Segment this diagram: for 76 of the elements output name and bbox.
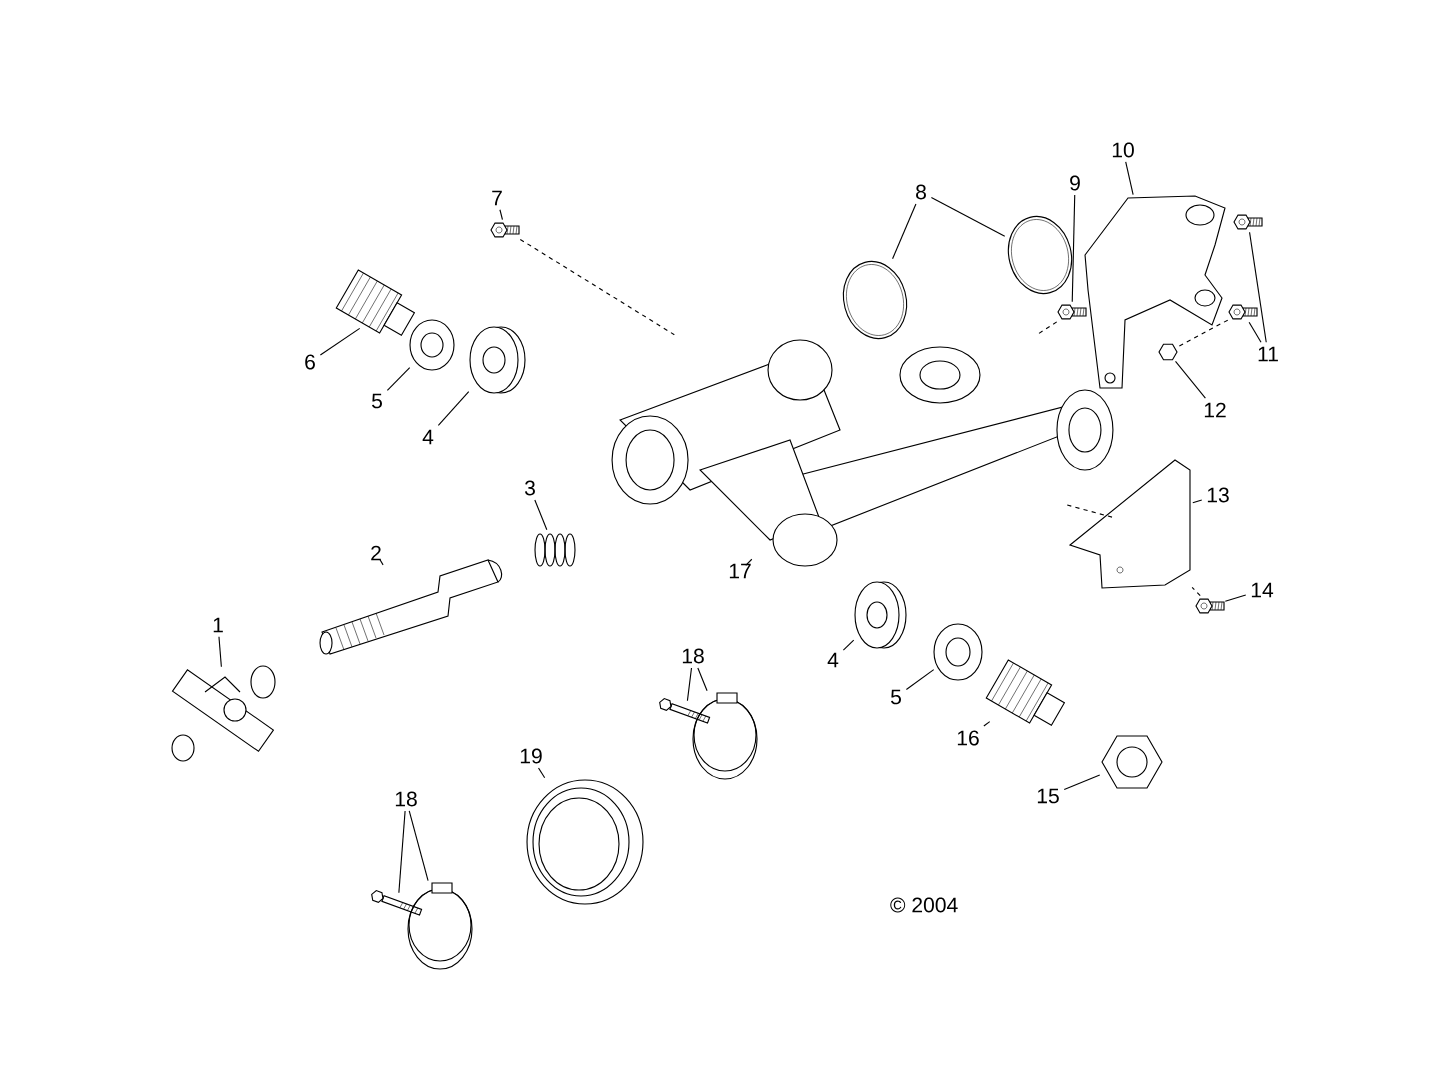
leader-line [1063, 774, 1101, 790]
bolt-drawing [1057, 304, 1087, 320]
bolt-drawing [659, 697, 711, 724]
leader-line [1249, 231, 1267, 343]
leader-line [892, 203, 917, 260]
callout-number: 18 [682, 648, 704, 664]
nut-drawing [1158, 343, 1178, 361]
callout-number: 6 [305, 354, 315, 370]
o-ring-drawing [842, 261, 908, 339]
leader-line [408, 810, 429, 882]
leader-line [686, 667, 693, 702]
clamp-drawing [692, 692, 758, 780]
assembly-line [519, 238, 675, 336]
callout-number: 5 [372, 393, 382, 409]
assembly-line [1036, 321, 1058, 336]
bolt-drawing [371, 889, 423, 916]
bolt-drawing [490, 222, 520, 238]
callout-number: 14 [1251, 582, 1274, 598]
leader-line [398, 810, 406, 894]
callout-number: 17 [729, 563, 751, 579]
leader-line [697, 667, 708, 692]
callout-number: 7 [492, 190, 502, 206]
leader-line [537, 767, 546, 779]
clamp-drawing [407, 882, 473, 970]
leader-line [905, 669, 935, 691]
boot-drawing [526, 779, 644, 905]
copyright-notice: © 2004 [890, 897, 958, 913]
callout-number: 19 [520, 748, 542, 764]
leader-line [1125, 161, 1134, 196]
bolt-drawing [1228, 304, 1258, 320]
leader-line [1248, 321, 1262, 343]
drive-shaft-drawing [319, 559, 503, 655]
callout-number: 8 [916, 184, 926, 200]
leader-line [218, 636, 222, 668]
leader-line [983, 721, 991, 727]
assembly-line [1066, 504, 1116, 519]
assembly-line [1176, 319, 1229, 348]
bracket-drawing [1084, 195, 1226, 389]
leader-line [386, 367, 411, 391]
callout-number: 10 [1112, 142, 1134, 158]
seal-drawing [409, 319, 455, 371]
leader-line [745, 558, 753, 566]
callout-number: 13 [1207, 487, 1229, 503]
leader-line [319, 327, 361, 356]
callout-number: 18 [395, 791, 417, 807]
leader-line [1192, 499, 1203, 504]
leader-line [379, 559, 384, 566]
bearing-drawing [854, 581, 907, 649]
universal-joint-drawing [171, 665, 276, 762]
callout-number: 15 [1037, 788, 1059, 804]
callout-number: 4 [422, 429, 434, 445]
bolt-drawing [1195, 598, 1225, 614]
callout-number: 2 [371, 545, 381, 561]
callout-number: 4 [827, 652, 839, 668]
callout-number: 3 [524, 480, 535, 496]
callout-number: 16 [957, 730, 979, 746]
o-ring-drawing [1007, 216, 1073, 294]
leader-line [534, 499, 548, 531]
callout-number: 1 [213, 617, 223, 633]
seal-drawing [933, 623, 983, 681]
assembly-line [1191, 586, 1201, 597]
callout-number: 5 [891, 689, 901, 705]
callout-number: 11 [1258, 346, 1278, 362]
leader-line [930, 196, 1006, 237]
leader-line [1174, 360, 1206, 399]
leader-line [1224, 594, 1247, 602]
callout-number: 9 [1070, 175, 1080, 191]
bearing-drawing [469, 326, 526, 394]
leader-line [1071, 194, 1076, 303]
bolt-drawing [1233, 214, 1263, 230]
callout-number: 12 [1204, 402, 1226, 418]
leader-line [499, 209, 503, 221]
leader-line [437, 391, 470, 426]
spring-drawing [534, 533, 576, 567]
nut-drawing [1101, 735, 1163, 789]
leader-line [842, 639, 855, 651]
